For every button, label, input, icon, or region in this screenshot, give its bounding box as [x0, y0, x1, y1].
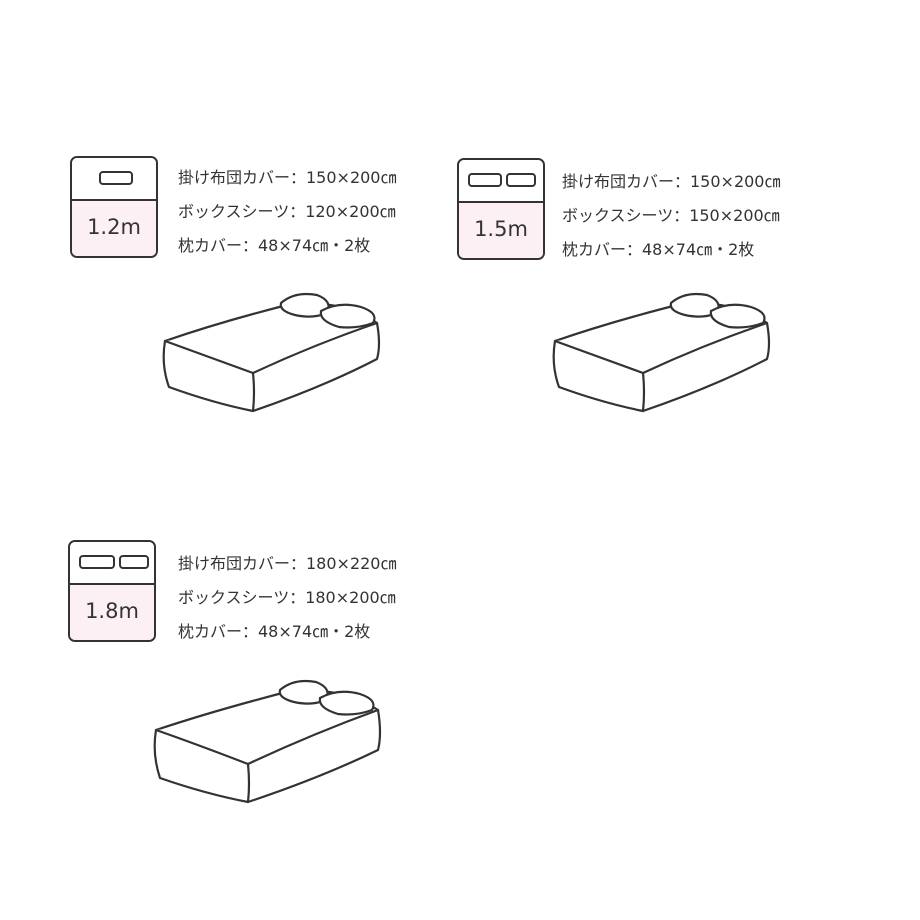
spec-list: 掛け布団カバー：180×220㎝ ボックスシーツ：180×200㎝ 枕カバー：4…: [178, 551, 397, 653]
icon-mattress-area: [459, 203, 543, 258]
bed-illustration: [162, 292, 381, 413]
icon-mattress-area: [72, 201, 156, 256]
bed-illustration: [153, 679, 382, 804]
size-label: 1.2m: [87, 215, 141, 239]
icon-pillow-area: [459, 160, 543, 203]
duvet-cover-spec: 掛け布団カバー：150×200㎝: [178, 168, 397, 187]
pillowcase-spec: 枕カバー：48×74㎝・2枚: [562, 240, 755, 259]
fitted-sheet-spec: ボックスシーツ：150×200㎝: [562, 206, 780, 225]
pillow-icon: [468, 173, 502, 187]
bed-size-icon: 1.5m: [457, 158, 545, 260]
bed-size-icon: 1.8m: [68, 540, 156, 642]
pillow-icon: [99, 171, 133, 185]
pillow-icon: [119, 555, 149, 569]
duvet-cover-spec: 掛け布団カバー：150×200㎝: [562, 172, 781, 191]
size-label: 1.5m: [474, 217, 528, 241]
fitted-sheet-spec: ボックスシーツ：180×200㎝: [178, 588, 396, 607]
icon-pillow-area: [72, 158, 156, 201]
fitted-sheet-spec: ボックスシーツ：120×200㎝: [178, 202, 396, 221]
icon-mattress-area: [70, 585, 154, 640]
pillow-icon: [79, 555, 115, 569]
bed-illustration: [552, 292, 771, 413]
bed-size-icon: 1.2m: [70, 156, 158, 258]
pillow-icon: [506, 173, 536, 187]
spec-list: 掛け布団カバー：150×200㎝ ボックスシーツ：120×200㎝ 枕カバー：4…: [178, 165, 397, 267]
pillowcase-spec: 枕カバー：48×74㎝・2枚: [178, 622, 371, 641]
duvet-cover-spec: 掛け布団カバー：180×220㎝: [178, 554, 397, 573]
icon-pillow-area: [70, 542, 154, 585]
spec-list: 掛け布団カバー：150×200㎝ ボックスシーツ：150×200㎝ 枕カバー：4…: [562, 169, 781, 271]
pillowcase-spec: 枕カバー：48×74㎝・2枚: [178, 236, 371, 255]
size-label: 1.8m: [85, 599, 139, 623]
